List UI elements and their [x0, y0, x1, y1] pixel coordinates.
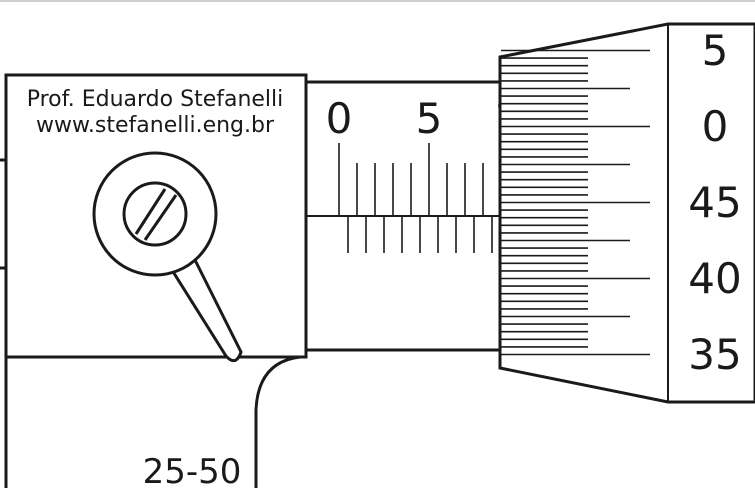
sleeve: [306, 80, 500, 352]
range-label: 25-50: [143, 452, 242, 488]
website-label: www.stefanelli.eng.br: [36, 113, 275, 138]
sleeve-number-0: 0: [326, 94, 353, 143]
thimble-number-0: 0: [702, 102, 729, 151]
slotted-screw-icon: [122, 181, 188, 247]
thimble-number-35: 35: [688, 330, 741, 379]
sleeve-number-5: 5: [416, 94, 443, 143]
thimble-number-5: 5: [702, 26, 729, 75]
thimble-number-45: 45: [688, 178, 741, 227]
thimble-scale: [501, 49, 650, 356]
thimble-number-40: 40: [688, 254, 741, 303]
lock-lever-icon: [92, 151, 243, 363]
author-label: Prof. Eduardo Stefanelli: [27, 87, 284, 112]
sleeve-scale: [338, 143, 493, 253]
thimble: [498, 22, 755, 404]
